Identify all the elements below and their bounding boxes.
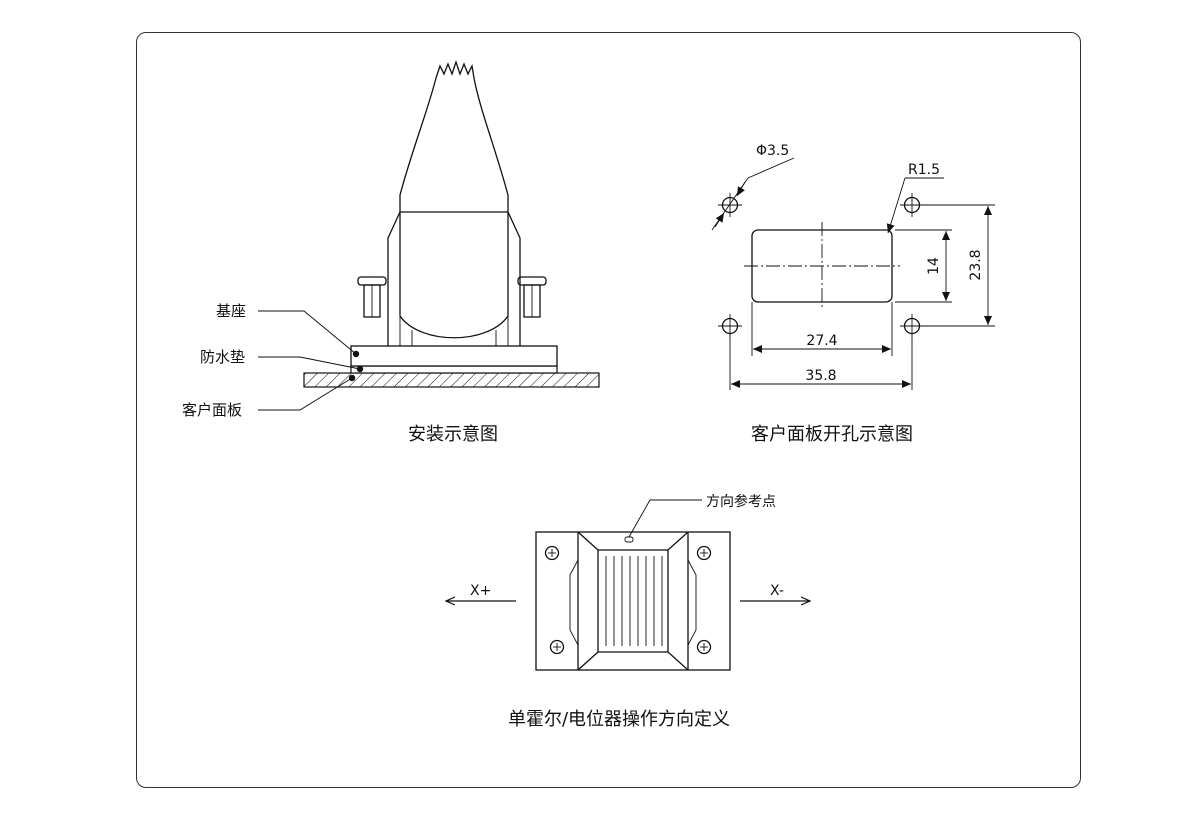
- screw-right: [517, 276, 547, 318]
- corner-radius-label: R1.5: [908, 162, 940, 178]
- joystick-handle: [387, 59, 521, 346]
- screw-left: [357, 276, 387, 318]
- grip-ribs: [605, 556, 663, 646]
- x-minus-label: X-: [770, 583, 784, 599]
- dim-14-label: 14: [926, 257, 942, 275]
- panel-cutout-diagram: Φ3.5 R1.5 14 23.8 27.4 35.8 客户面板开孔示意图: [711, 143, 995, 445]
- reference-point-label: 方向参考点: [706, 493, 776, 510]
- callout-base: 基座: [216, 302, 246, 320]
- hole-diameter-label: Φ3.5: [756, 143, 789, 159]
- dim-23-8-label: 23.8: [968, 249, 984, 280]
- screw-icon: [544, 545, 560, 561]
- dim-35-8-label: 35.8: [805, 368, 836, 384]
- reference-mark: [624, 536, 634, 543]
- screw-icon: [549, 639, 565, 655]
- cutout-caption: 客户面板开孔示意图: [751, 424, 913, 445]
- module-body: [535, 531, 731, 671]
- base-block: [350, 345, 558, 367]
- installation-diagram: 基座 防水垫 客户面板 安装示意图: [182, 59, 600, 445]
- direction-diagram: 方向参考点 X+ X- 单霍尔/电位器操作方向定义: [446, 493, 810, 730]
- dim-27-4-label: 27.4: [806, 333, 837, 349]
- screw-icon: [696, 639, 712, 655]
- callout-panel: 客户面板: [182, 401, 242, 419]
- screw-icon: [696, 545, 712, 561]
- drawing-frame: [136, 32, 1081, 788]
- x-plus-label: X+: [470, 583, 491, 599]
- direction-caption: 单霍尔/电位器操作方向定义: [508, 709, 730, 730]
- install-caption: 安装示意图: [408, 424, 498, 445]
- waterproof-gasket: [350, 365, 558, 374]
- mount-hole-top-left: [718, 193, 742, 217]
- mount-hole-top-right: [900, 193, 924, 217]
- callout-gasket: 防水垫: [200, 348, 245, 366]
